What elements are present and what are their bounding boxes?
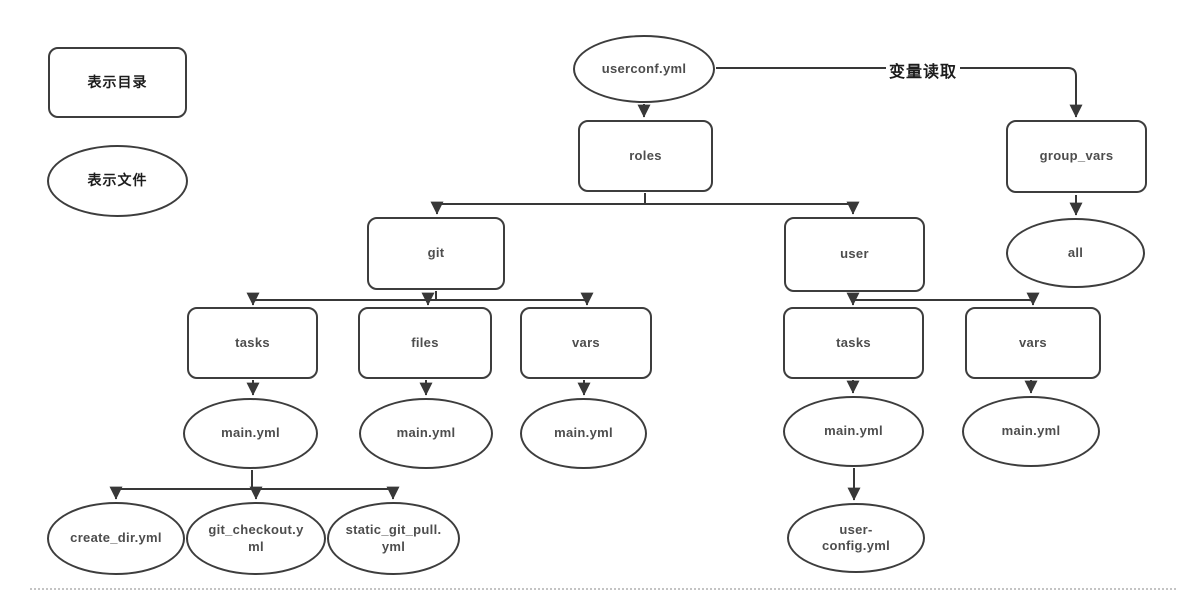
edge-main-createdir xyxy=(109,486,252,500)
edge-label-variable-read: 变量读取 xyxy=(886,58,961,82)
edge-git-vars xyxy=(436,292,594,306)
legend-directory-shape: 表示目录 xyxy=(48,47,187,118)
node-user: user xyxy=(784,217,925,292)
node-user-config-yml: user- config.yml xyxy=(787,503,925,573)
edge-roles-user xyxy=(645,201,860,215)
node-userconf-yml: userconf.yml xyxy=(573,35,715,103)
node-git-checkout-yml: git_checkout.y ml xyxy=(186,502,326,575)
node-user-vars-main-yml: main.yml xyxy=(962,396,1100,467)
edge-git-tasks xyxy=(246,292,436,306)
node-roles: roles xyxy=(578,120,713,192)
node-git-tasks-main-yml: main.yml xyxy=(183,398,318,469)
edge-user-vars xyxy=(853,292,1040,306)
node-git-tasks: tasks xyxy=(187,307,318,379)
bottom-dotted-line xyxy=(30,588,1176,590)
node-user-tasks-main-yml: main.yml xyxy=(783,396,924,467)
edge-userconf-groupvars xyxy=(716,67,1083,118)
node-create-dir-yml: create_dir.yml xyxy=(47,502,185,575)
node-git-files: files xyxy=(358,307,492,379)
node-user-vars: vars xyxy=(965,307,1101,379)
node-git: git xyxy=(367,217,505,290)
node-all: all xyxy=(1006,218,1145,288)
node-user-tasks: tasks xyxy=(783,307,924,379)
node-group-vars: group_vars xyxy=(1006,120,1147,193)
legend-file-shape: 表示文件 xyxy=(47,145,188,217)
edge-main-staticgitpull xyxy=(252,486,400,500)
edge-roles-git xyxy=(430,201,645,215)
node-git-files-main-yml: main.yml xyxy=(359,398,493,469)
node-git-vars: vars xyxy=(520,307,652,379)
node-static-git-pull-yml: static_git_pull. yml xyxy=(327,502,460,575)
node-git-vars-main-yml: main.yml xyxy=(520,398,647,469)
